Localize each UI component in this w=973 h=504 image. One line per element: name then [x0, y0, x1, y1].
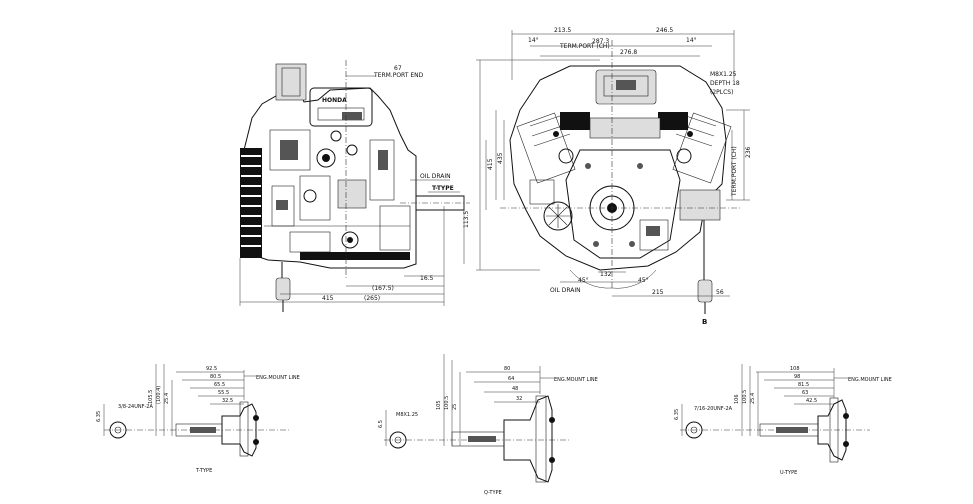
front-angle-45-right: 45°: [638, 277, 649, 284]
u-dim-3: 63: [802, 390, 808, 396]
side-mechanics: [264, 112, 411, 260]
q-dim-3: 32: [516, 396, 522, 402]
side-dim-167-5: (167.5): [372, 285, 394, 292]
front-dim-236: 236: [745, 146, 752, 158]
front-dim-56: 56: [716, 289, 724, 296]
t-bolt: 3/8-24UNF-2A: [118, 404, 153, 410]
front-angle-14-right: 14°: [686, 37, 697, 44]
shaft-view-u: 6.35 7/16-20UNF-2A 108 98 81.5 63 42.5 E…: [674, 364, 892, 476]
front-thread-note-3: (2PLCS): [710, 89, 733, 96]
front-dim-435: 435: [497, 152, 504, 164]
t-type-label: T-TYPE: [195, 468, 212, 474]
side-view: HONDA: [239, 60, 470, 312]
q-vert-2: 25: [452, 404, 458, 410]
t-vert-0: 105.5: [148, 390, 154, 404]
t-dim-2: 65.5: [214, 382, 225, 388]
u-vert-2: 25.4: [750, 393, 756, 404]
u-dim-4: 42.5: [806, 398, 817, 404]
u-dim-0: 108: [790, 366, 800, 372]
side-dim-265: (265): [364, 295, 380, 302]
front-cylinders: [516, 112, 732, 184]
u-dim-1: 98: [794, 374, 800, 380]
cylinder-fins: [240, 148, 262, 258]
side-dim-113-5: 113.5: [463, 211, 470, 228]
u-type-label: U-TYPE: [780, 470, 797, 476]
q-eng-mount-line: ENG.MOUNT LINE: [554, 377, 598, 383]
front-thread-note-1: M8X1.25: [710, 71, 737, 78]
t-vert-2: 25.4: [164, 393, 170, 404]
t-key: 6.35: [96, 411, 102, 422]
side-dim-67: 67: [394, 65, 402, 72]
t-dim-3: 55.5: [218, 390, 229, 396]
u-key: 6.35: [674, 409, 680, 420]
side-dim-415: 415: [322, 295, 334, 302]
q-key: 6.5: [378, 420, 384, 428]
q-vert-0: 105: [436, 400, 442, 410]
t-dim-4: 32.5: [222, 398, 233, 404]
t-dim-1: 80.5: [210, 374, 221, 380]
q-bolt: M8X1.25: [396, 412, 418, 418]
u-bolt: 7/16-20UNF-2A: [694, 406, 733, 412]
t-eng-mount-line: ENG.MOUNT LINE: [256, 375, 300, 381]
shaft-view-t: 6.35 3/8-24UNF-2A 92.5 80.5 65.5 55.5 32…: [96, 364, 300, 474]
front-dim-415-vert: 415: [487, 158, 494, 170]
q-dim-2: 48: [512, 386, 518, 392]
u-vert-1: 100.5: [742, 390, 748, 404]
front-angle-14-left: 14°: [528, 37, 539, 44]
front-thread-note-2: DEPTH 18: [710, 80, 740, 87]
q-dim-1: 64: [508, 376, 514, 382]
front-crankcase: [529, 149, 681, 259]
q-type-label: Q-TYPE: [484, 490, 502, 496]
side-dim-16-5: 16.5: [420, 275, 434, 282]
shaft-view-q: 6.5 M8X1.25 80 64 48 32 ENG.MOUNT LINE 1…: [378, 354, 598, 496]
front-oil-drain: OIL DRAIN: [550, 287, 581, 294]
front-view: 213.5 246.5 287.3 TERM.PORT (CH) 276.8 1…: [476, 27, 752, 326]
front-dim-276-8: 276.8: [620, 49, 637, 56]
u-dim-2: 81.5: [798, 382, 809, 388]
u-vert-0: 106: [734, 394, 740, 404]
t-vert-1: (100.4): [156, 386, 162, 404]
front-dim-132: 132: [600, 271, 612, 278]
front-dim-287-3: 287.3: [592, 38, 609, 45]
brand-plate-text: HONDA: [322, 97, 347, 104]
side-t-type: T-TYPE: [432, 185, 454, 192]
front-term-port-vert: TERM.PORT (CH): [731, 146, 738, 197]
side-oil-drain: OIL DRAIN: [420, 173, 451, 180]
front-dim-213-5: 213.5: [554, 27, 571, 34]
front-dim-246-5: 246.5: [656, 27, 673, 34]
front-dim-215: 215: [652, 289, 664, 296]
q-dim-0: 80: [504, 366, 510, 372]
side-term-port-end: TERM.PORT END: [373, 72, 424, 79]
q-vert-1: 100.5: [444, 396, 450, 410]
t-dim-0: 92.5: [206, 366, 217, 372]
front-angle-45-left: 45°: [578, 277, 589, 284]
u-eng-mount-line: ENG.MOUNT LINE: [848, 377, 892, 383]
front-view-arrow: B: [702, 318, 707, 326]
front-term-port-ch: TERM.PORT (CH): [559, 43, 610, 50]
